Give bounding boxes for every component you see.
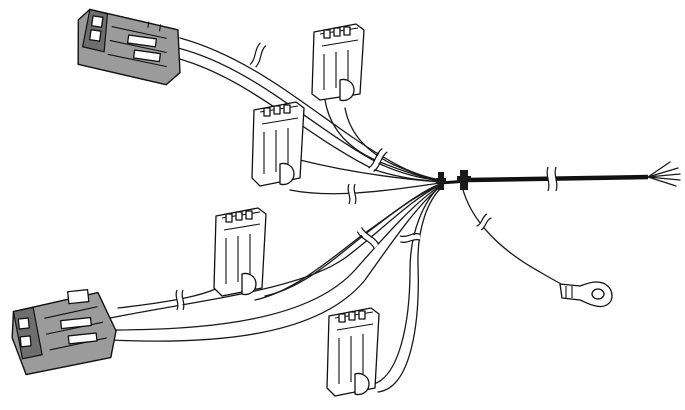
wire-gray-bot-3 (109, 186, 441, 342)
wire-white3-b (264, 184, 441, 297)
white-connector-4 (326, 307, 380, 397)
white-connector-3 (213, 207, 267, 297)
ring-terminal (559, 281, 613, 308)
trunk-end-fan-4 (647, 176, 677, 187)
wire-white3-a (254, 183, 441, 301)
splice-clamp (436, 170, 471, 190)
white-connector-2 (251, 101, 305, 187)
trunk-end-fan-2 (647, 173, 681, 178)
wire-white2-a (289, 182, 441, 195)
break-marks (175, 42, 558, 311)
gray-connector-top (77, 8, 181, 86)
wire-ground (461, 185, 573, 291)
wire-gray-bot-1 (109, 184, 441, 319)
wire-white1-b (344, 107, 441, 183)
wire-loop-to-white3 (117, 279, 231, 309)
wire-bundle (109, 37, 573, 393)
wire-gray-top-2 (177, 47, 441, 182)
main-trunk-cable (439, 161, 681, 187)
gray-connector-bottom (11, 288, 117, 376)
wire-gray-top-1 (179, 37, 441, 181)
wire-gray-bot-2 (111, 185, 441, 331)
wire-gray-top-3 (175, 57, 441, 183)
trunk-end-fan-5 (647, 161, 671, 178)
trunk-end-fan-1 (647, 167, 679, 178)
wire-white4-a (369, 185, 441, 386)
trunk-end-fan-3 (647, 176, 681, 181)
wire-white2-b (299, 159, 441, 183)
white-connector-1 (311, 23, 365, 102)
wire-white4-b (377, 186, 443, 393)
